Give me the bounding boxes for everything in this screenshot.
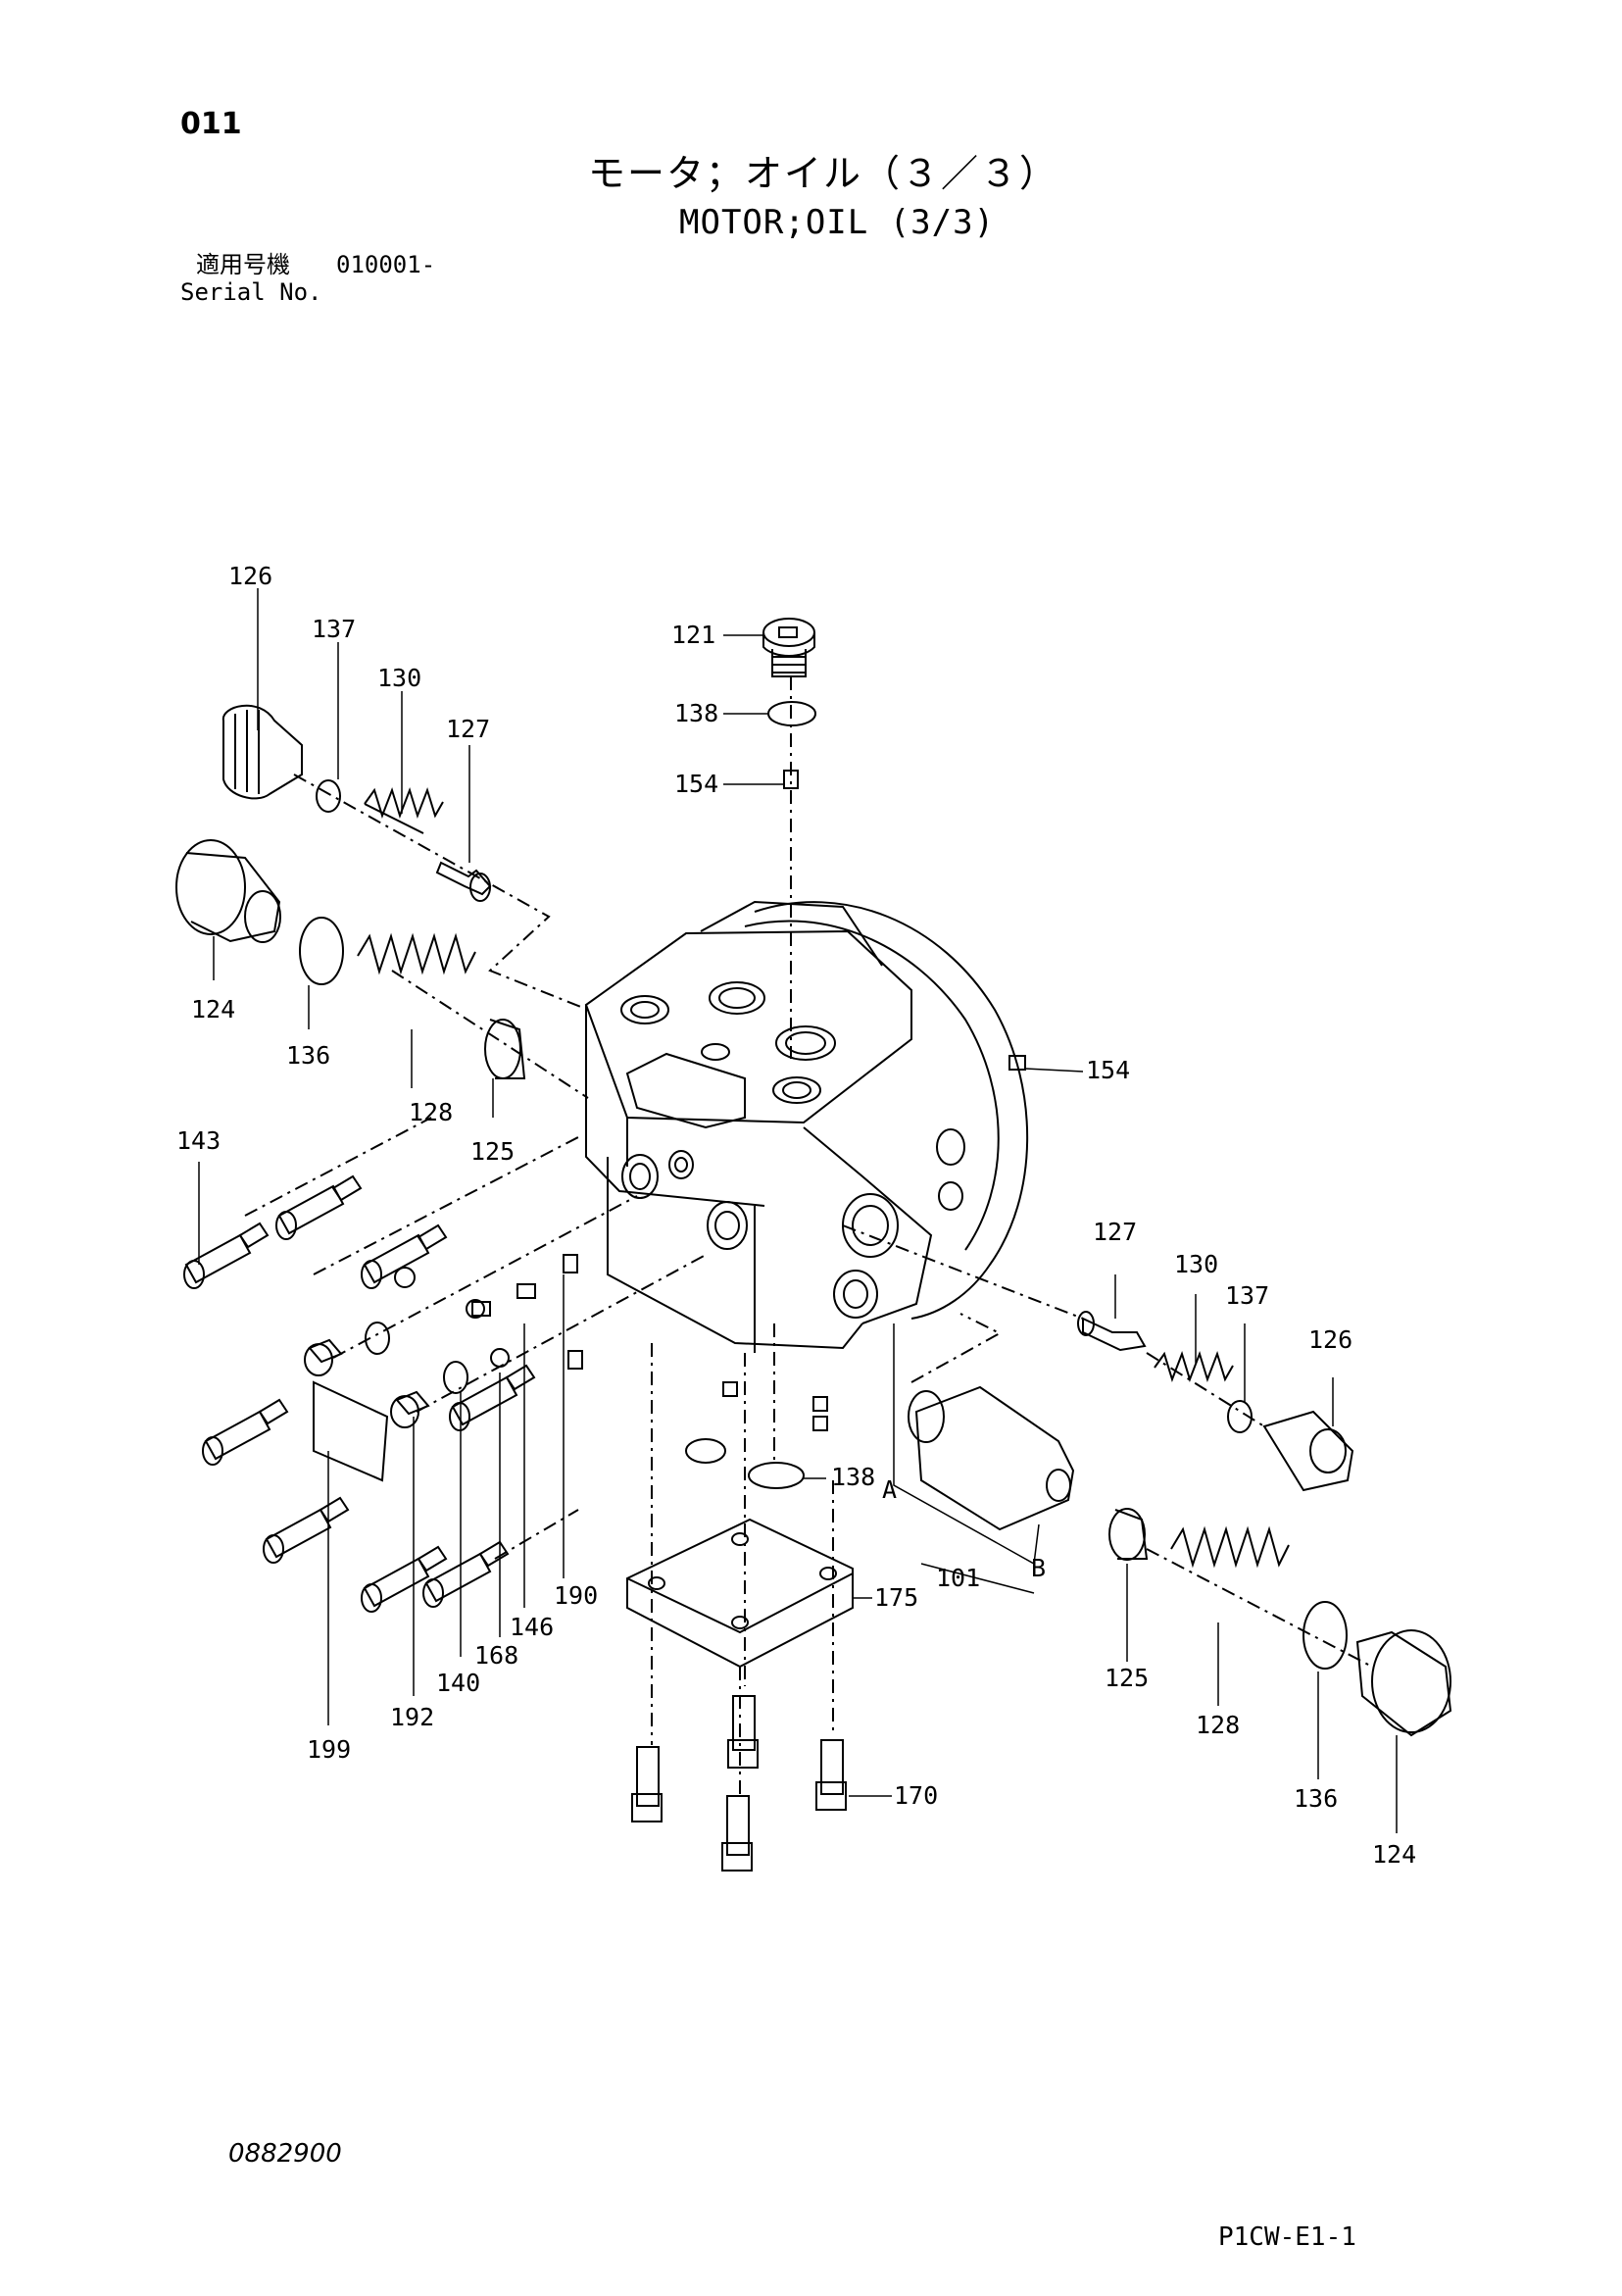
- callout-125: 125: [1105, 1664, 1149, 1692]
- page-number: 011: [180, 107, 242, 141]
- callout-140: 140: [436, 1669, 480, 1697]
- callout-127: 127: [446, 715, 490, 743]
- callout-190: 190: [554, 1581, 598, 1610]
- callout-138: 138: [831, 1463, 875, 1491]
- callout-154: 154: [1086, 1056, 1130, 1084]
- callout-143: 143: [176, 1126, 221, 1155]
- callout-192: 192: [390, 1703, 434, 1731]
- serial-label-japanese: 適用号機: [196, 251, 290, 278]
- leader-lines: [198, 588, 1398, 1833]
- relief-valve-right: [842, 1224, 1452, 1737]
- callout-125: 125: [470, 1137, 515, 1166]
- callout-126: 126: [228, 562, 272, 590]
- callout-154: 154: [674, 770, 718, 798]
- callout-B: B: [1031, 1554, 1046, 1582]
- drawing-number: 0882900: [228, 2139, 342, 2169]
- callout-136: 136: [1294, 1784, 1338, 1813]
- callout-175: 175: [874, 1583, 918, 1612]
- callout-136: 136: [286, 1041, 330, 1070]
- callout-130: 130: [1174, 1250, 1218, 1278]
- callout-126: 126: [1308, 1325, 1352, 1354]
- callout-A: A: [882, 1475, 897, 1504]
- top-plug-stack: [762, 618, 816, 1059]
- callout-137: 137: [1225, 1281, 1269, 1310]
- callout-128: 128: [409, 1098, 453, 1126]
- cover-plate-assembly: [626, 1323, 854, 1872]
- title-japanese: モータ；オイル（３／３）: [588, 152, 1059, 195]
- callout-101: 101: [936, 1564, 980, 1592]
- callout-130: 130: [377, 664, 421, 692]
- title-english: MOTOR;OIL (3/3): [679, 203, 996, 242]
- callout-138: 138: [674, 699, 718, 727]
- callout-124: 124: [1372, 1840, 1416, 1869]
- left-fasteners: [183, 1117, 707, 1613]
- callout-127: 127: [1093, 1218, 1137, 1246]
- callout-137: 137: [312, 615, 356, 643]
- callout-170: 170: [894, 1781, 938, 1810]
- callout-128: 128: [1196, 1711, 1240, 1739]
- motor-housing: [584, 900, 1029, 1353]
- serial-value: 010001-: [336, 251, 436, 278]
- page-code: P1CW-E1-1: [1218, 2222, 1356, 2252]
- callout-124: 124: [191, 995, 235, 1023]
- callout-146: 146: [510, 1613, 554, 1641]
- callout-199: 199: [307, 1735, 351, 1764]
- serial-label-english: Serial No.: [180, 278, 322, 306]
- callout-168: 168: [474, 1641, 518, 1670]
- relief-valve-upper-left: [175, 704, 589, 1099]
- plug-154-right: [1008, 1055, 1026, 1071]
- callout-121: 121: [671, 621, 715, 649]
